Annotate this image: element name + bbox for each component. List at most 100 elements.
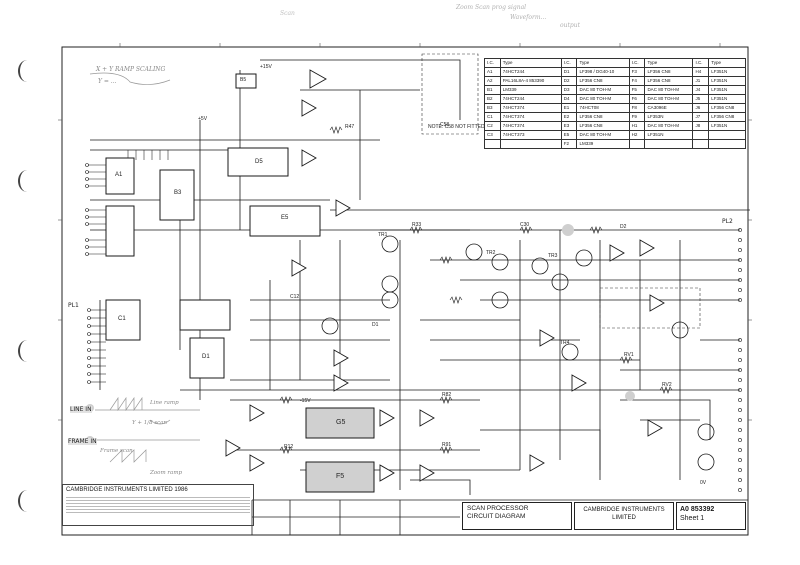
component-tag: +5V	[198, 116, 208, 122]
pencil-note: Zoom Scan prog signal	[456, 4, 527, 11]
parts-table-cell: LF398 / DG40-10	[576, 67, 630, 77]
parts-table-cell	[708, 130, 746, 140]
punch-hole-mark	[18, 170, 36, 192]
parts-table-cell: C3	[484, 130, 501, 140]
parts-table-cell: E2	[560, 112, 578, 122]
parts-table-cell: F3	[628, 67, 646, 77]
ic-label: D1	[202, 354, 210, 360]
parts-table-cell: F4	[628, 76, 646, 86]
parts-table-cell: LF353N	[644, 112, 694, 122]
parts-table-cell: DAC 80 TOH-M	[576, 130, 630, 140]
parts-table-cell: 74HCT374	[499, 121, 562, 131]
parts-table-cell: B1	[484, 85, 501, 95]
component-tag: R12	[284, 444, 294, 450]
parts-table-cell: E5	[560, 130, 578, 140]
parts-table-cell: LF356 CN8	[644, 76, 694, 86]
parts-table-header: I.C. Type I.C. Type I.C. Type I.C. Type	[484, 58, 746, 68]
parts-table-cell: LF351N	[708, 85, 746, 95]
parts-table-cell	[628, 139, 646, 149]
ic-label: F5	[336, 473, 345, 480]
parts-table-cell: B2	[484, 94, 501, 104]
parts-table-cell: LM339	[576, 139, 630, 149]
component-tag: D1	[372, 322, 379, 328]
parts-table-cell: LF351N	[708, 121, 746, 131]
parts-table-cell: DAC 80 TOH-M	[644, 94, 694, 104]
drawing-title-line1: SCAN PROCESSOR	[467, 505, 529, 512]
parts-table-cell: 74HCT244	[499, 67, 562, 77]
punch-hole-mark	[18, 340, 36, 362]
parts-table-cell: LF351N	[644, 130, 694, 140]
parts-table-cell: LF351N	[708, 76, 746, 86]
parts-table-cell: LF356 CN8	[708, 103, 746, 113]
drawing-number-box: A0 853392 Sheet 1	[676, 502, 746, 530]
pencil-note: Line ramp	[150, 400, 179, 406]
parts-table-cell: DAC 80 TOH-M	[644, 85, 694, 95]
component-tag: TR3	[548, 253, 558, 259]
component-tag: R82	[442, 392, 452, 398]
parts-table-cell	[644, 139, 694, 149]
component-tag: R33	[412, 222, 422, 228]
parts-table-cell: F2	[560, 139, 578, 149]
parts-table-cell: C2	[484, 121, 501, 131]
ic-label: E5	[281, 215, 289, 221]
parts-table-cell: LF356 CN8	[708, 112, 746, 122]
component-tag: C12	[290, 294, 300, 300]
plug-pl2-label: PL2	[722, 218, 733, 225]
component-tag: 0V	[700, 480, 707, 486]
drawing-title: SCAN PROCESSOR CIRCUIT DIAGRAM	[462, 502, 572, 530]
parts-table-cell: LF351N	[708, 67, 746, 77]
parts-table-cell: LF356 CN8	[576, 76, 630, 86]
parts-table-cell: E1	[560, 103, 578, 113]
parts-table-cell: A1	[484, 67, 501, 77]
parts-table-cell: J8	[692, 121, 710, 131]
parts-header-cell: I.C.	[560, 58, 578, 68]
plug-pl1-label: PL1	[68, 302, 79, 309]
parts-table: I.C. Type I.C. Type I.C. Type I.C. Type …	[484, 58, 746, 149]
parts-table-cell: 74HCT244	[499, 94, 562, 104]
component-tag: +15V	[260, 64, 272, 70]
company-line2: LIMITED	[612, 515, 636, 521]
copyright-text: CAMBRIDGE INSTRUMENTS LIMITED 1986	[66, 487, 188, 493]
parts-table-cell: J4	[692, 85, 710, 95]
parts-table-cell: E3	[560, 121, 578, 131]
company-line1: CAMBRIDGE INSTRUMENTS	[583, 507, 665, 513]
parts-table-cell: J7	[692, 112, 710, 122]
pencil-note: Frame scan	[100, 448, 133, 454]
parts-header-cell: I.C.	[484, 58, 501, 68]
parts-table-cell: 74HCT08	[576, 103, 630, 113]
parts-header-cell: Type	[644, 58, 694, 68]
parts-table-cell: D4	[560, 94, 578, 104]
parts-table-cell: LF356 CN8	[576, 112, 630, 122]
ic-label: D5	[255, 159, 263, 165]
component-tag: TR1	[378, 232, 388, 238]
punch-hole-mark	[18, 490, 36, 512]
pencil-note: Y = ...	[98, 78, 117, 85]
component-tag: RV1	[624, 352, 634, 358]
parts-table-cell: PAL16L8A-4 853390	[499, 76, 562, 86]
parts-table-cell: J6	[692, 103, 710, 113]
parts-table-cell: LF351N	[708, 94, 746, 104]
parts-table-cell: DAC 80 TOH-M	[576, 85, 630, 95]
frame-in-signal: FRAME IN	[68, 438, 97, 445]
pencil-note: X + Y RAMP SCALING	[96, 66, 166, 73]
parts-table-cell: A2	[484, 76, 501, 86]
component-tag: TR2	[486, 250, 496, 256]
parts-table-cell: CA3096E	[644, 103, 694, 113]
ic-label: B3	[174, 190, 182, 196]
parts-table-cell: B3	[484, 103, 501, 113]
parts-table-cell	[499, 139, 562, 149]
parts-table-cell: H2	[628, 130, 646, 140]
component-tag: R91	[442, 442, 452, 448]
pencil-note: Scan	[280, 10, 295, 17]
parts-table-cell	[708, 139, 746, 149]
parts-header-cell: I.C.	[692, 58, 710, 68]
component-tag: RV2	[662, 382, 672, 388]
parts-header-cell: I.C.	[628, 58, 646, 68]
parts-table-cell: J1	[692, 76, 710, 86]
